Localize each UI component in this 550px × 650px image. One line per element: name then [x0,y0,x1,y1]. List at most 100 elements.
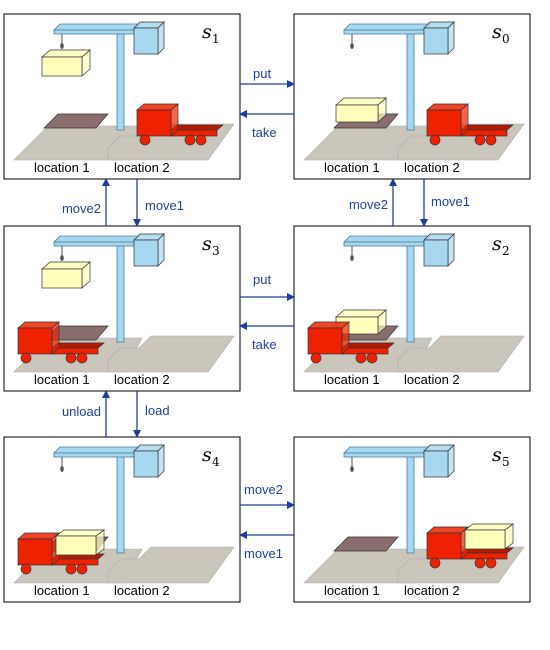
crane-boom [343,241,425,247]
truck-cab [307,321,350,355]
crane-counterweight [133,233,165,267]
crane-mast [406,241,415,343]
edge-label-put: put [253,66,271,81]
crane-mast [116,452,125,554]
crane-mast [406,29,415,131]
truck [17,529,106,575]
crane [53,444,165,554]
crane-hook [60,255,64,261]
truck-wheel [485,134,497,146]
state-name: s [202,21,212,43]
container-on-crane [41,49,91,77]
crane-boom [53,29,135,35]
crane-boom [343,452,425,458]
truck-wheel [429,557,441,569]
crane [53,233,165,343]
edge-label-take: take [252,125,277,140]
crane-counterweight [423,233,455,267]
state-name: s [492,233,502,255]
location-2-label: location 2 [114,160,170,175]
truck-wheel [139,134,151,146]
state-name: s [202,233,212,255]
edge-s3-to-s4: load [133,391,170,438]
state-name: s [492,21,502,43]
truck-wheel [310,352,322,364]
edge-s0-to-s2: move1 [420,179,470,227]
truck-wheel [20,352,32,364]
location-1-label: location 1 [34,583,90,598]
crane-mast [116,241,125,343]
location-1-label: location 1 [324,372,380,387]
edge-s3-to-s2: put [240,272,295,301]
truck-wheel [429,134,441,146]
state-name: s [202,444,212,466]
location-2-label: location 2 [114,583,170,598]
truck-wheel [65,352,77,364]
location-1-label: location 1 [324,583,380,598]
truck-wheel [76,563,88,575]
location-2-ground [107,335,235,373]
pallet [43,113,109,129]
container-on-pallet [335,97,387,123]
edge-s3-to-s1: move2 [62,178,110,226]
state-name: s [492,444,502,466]
truck-wheel [474,557,486,569]
truck-cab [17,532,60,566]
truck-wheel [65,563,77,575]
state-subscript: 0 [502,32,510,46]
state-subscript: 2 [502,244,510,258]
crane-counterweight [423,21,455,55]
truck [426,523,515,569]
truck [17,321,105,364]
edge-s2-to-s3: take [239,322,294,352]
container-on-truck [54,529,106,556]
crane [343,21,455,131]
edge-label-move2: move2 [244,482,283,497]
truck [426,103,514,146]
state-subscript: 4 [212,455,220,469]
edge-s4-to-s5: move2 [240,482,295,509]
location-1-label: location 1 [324,160,380,175]
edge-label-move1: move1 [145,198,184,213]
container-on-crane [41,261,91,289]
truck-cab [426,103,469,137]
container-on-truck [463,523,515,550]
crane-hook [60,466,64,472]
truck [307,321,395,364]
crane [343,444,455,554]
truck-wheel [355,352,367,364]
crane-hook [350,255,354,261]
edge-label-move1: move1 [244,546,283,561]
location-2-label: location 2 [404,372,460,387]
crane [53,21,165,131]
edge-label-put: put [253,272,271,287]
edge-label-move2: move2 [62,201,101,216]
crane-boom [53,241,135,247]
edge-s1-to-s3: move1 [133,179,184,227]
truck-cab [17,321,60,355]
location-2-ground [107,546,235,584]
crane-hook [60,43,64,49]
truck-wheel [76,352,88,364]
pallet [333,536,399,552]
edge-s4-to-s3: unload [62,390,110,437]
state-subscript: 1 [212,32,220,46]
crane-mast [116,29,125,131]
crane-mast [406,452,415,554]
state-subscript: 5 [502,455,510,469]
edge-s2-to-s0: move2 [349,178,397,226]
crane-counterweight [423,444,455,478]
edge-s1-to-s0: put [240,66,295,88]
truck-wheel [184,134,196,146]
truck [136,103,224,146]
crane-hook [350,466,354,472]
truck-wheel [20,563,32,575]
crane-counterweight [133,444,165,478]
edge-label-unload: unload [62,404,101,419]
edge-label-move2: move2 [349,197,388,212]
